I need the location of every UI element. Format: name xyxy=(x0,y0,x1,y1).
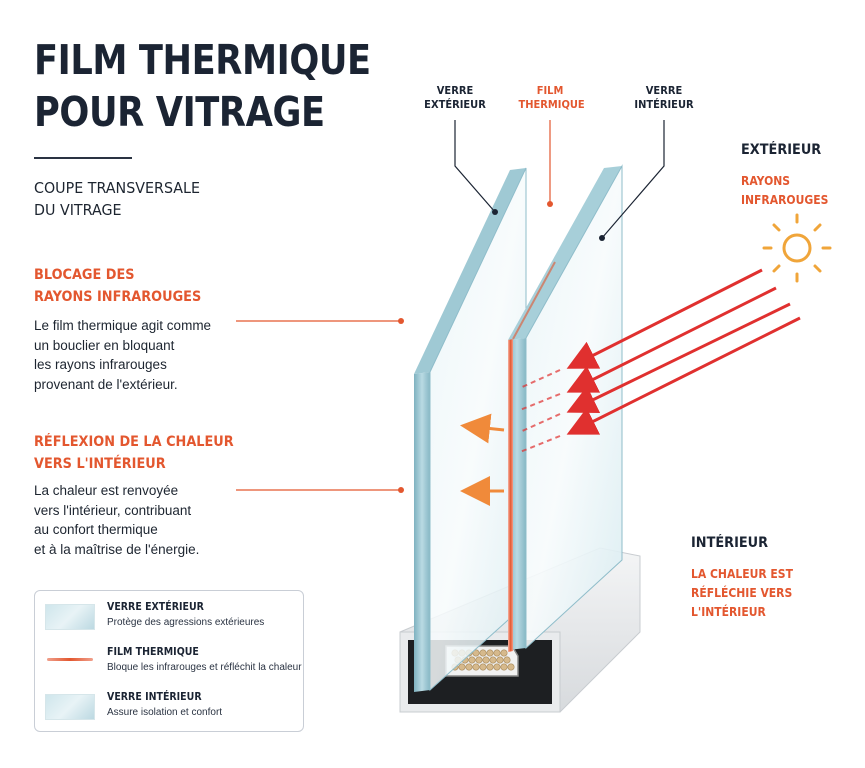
label-film-thermique: FILM THERMIQUE xyxy=(518,84,585,112)
interior-note-line-1: LA CHALEUR EST xyxy=(691,567,793,581)
reflection-heading-line-2: VERS L'INTÉRIEUR xyxy=(34,456,166,472)
legend-title: FILM THERMIQUE xyxy=(107,646,199,658)
thermal-film xyxy=(508,261,556,652)
reflection-heading-line-1: RÉFLEXION DE LA CHALEUR xyxy=(34,434,234,450)
film-swatch-icon xyxy=(47,658,93,661)
legend-title: VERRE INTÉRIEUR xyxy=(107,691,202,703)
subtitle: COUPE TRANSVERSALE DU VITRAGE xyxy=(34,177,200,221)
section-leaders xyxy=(236,318,404,493)
blocking-line-3: les rayons infrarouges xyxy=(34,357,167,372)
label-verre-interieur-line-1: VERRE xyxy=(645,84,683,97)
title-line-2: POUR VITRAGE xyxy=(34,88,325,136)
infrared-ray-arrow xyxy=(566,316,801,435)
legend: VERRE EXTÉRIEUR Protège des agressions e… xyxy=(34,590,304,732)
exterior-heading: EXTÉRIEUR xyxy=(741,142,822,158)
legend-description: Protège des agressions extérieures xyxy=(107,617,265,628)
interior-heading: INTÉRIEUR xyxy=(691,535,769,551)
reflection-line-1: La chaleur est renvoyée xyxy=(34,483,179,498)
infrared-ray-arrow xyxy=(566,268,763,369)
glass-swatch-icon xyxy=(45,694,95,720)
label-verre-exterieur-line-1: VERRE xyxy=(436,84,474,97)
blocking-description: Le film thermique agit comme un bouclier… xyxy=(34,316,211,394)
label-film-thermique-line-2: THERMIQUE xyxy=(518,98,585,111)
interior-note-line-2: RÉFLÉCHIE VERS xyxy=(691,586,793,600)
reflection-heading: RÉFLEXION DE LA CHALEUR VERS L'INTÉRIEUR xyxy=(34,431,234,475)
blocking-heading: BLOCAGE DES RAYONS INFRAROUGES xyxy=(34,264,201,308)
blocking-heading-line-2: RAYONS INFRAROUGES xyxy=(34,289,202,305)
subtitle-line-2: DU VITRAGE xyxy=(34,201,122,219)
reflection-line-2: vers l'intérieur, contribuant xyxy=(34,502,192,518)
title-divider xyxy=(34,157,132,159)
interior-note-line-3: L'INTÉRIEUR xyxy=(691,605,766,619)
label-verre-exterieur-line-2: EXTÉRIEUR xyxy=(424,98,486,111)
label-verre-exterieur: VERRE EXTÉRIEUR xyxy=(424,84,487,112)
heat-reflection-arrows xyxy=(460,413,505,506)
label-leaders xyxy=(454,120,665,241)
reflection-line-4: et à la maîtrise de l'énergie. xyxy=(34,541,200,557)
blocked-ray-fragments xyxy=(519,369,561,453)
blocking-line-1: Le film thermique agit comme xyxy=(34,318,212,333)
reflection-description: La chaleur est renvoyée vers l'intérieur… xyxy=(34,481,199,559)
infrared-ray-arrows xyxy=(566,268,801,435)
legend-item-verre-interieur: VERRE INTÉRIEUR Assure isolation et conf… xyxy=(45,689,295,723)
exterior-note-line-1: RAYONS xyxy=(741,174,791,188)
glass-swatch-icon xyxy=(45,604,95,630)
page-title: FILM THERMIQUE POUR VITRAGE xyxy=(34,34,371,138)
legend-description: Bloque les infrarouges et réfléchit la c… xyxy=(107,662,302,673)
blocking-line-2: un bouclier en bloquant xyxy=(34,337,175,353)
title-line-1: FILM THERMIQUE xyxy=(34,36,371,84)
legend-item-verre-exterieur: VERRE EXTÉRIEUR Protège des agressions e… xyxy=(45,599,295,633)
blocking-heading-line-1: BLOCAGE DES xyxy=(34,267,135,283)
infrared-ray-arrow xyxy=(566,302,791,413)
subtitle-line-1: COUPE TRANSVERSALE xyxy=(34,179,200,197)
legend-title: VERRE EXTÉRIEUR xyxy=(107,601,204,613)
legend-description: Assure isolation et confort xyxy=(107,707,223,718)
legend-item-film-thermique: FILM THERMIQUE Bloque les infrarouges et… xyxy=(45,644,302,678)
exterior-note: RAYONS INFRAROUGES xyxy=(741,172,828,210)
label-film-thermique-line-1: FILM xyxy=(536,84,564,97)
label-verre-interieur: VERRE INTÉRIEUR xyxy=(632,84,697,112)
exterior-note-line-2: INFRAROUGES xyxy=(741,193,829,207)
label-verre-interieur-line-2: INTÉRIEUR xyxy=(634,98,694,111)
blocking-line-4: provenant de l'extérieur. xyxy=(34,376,178,392)
interior-note: LA CHALEUR EST RÉFLÉCHIE VERS L'INTÉRIEU… xyxy=(691,565,793,622)
sun-icon xyxy=(762,213,832,283)
infrared-ray-arrow xyxy=(566,286,777,393)
heat-reflection-arrow xyxy=(460,413,505,444)
reflection-line-3: au confort thermique xyxy=(34,522,158,537)
